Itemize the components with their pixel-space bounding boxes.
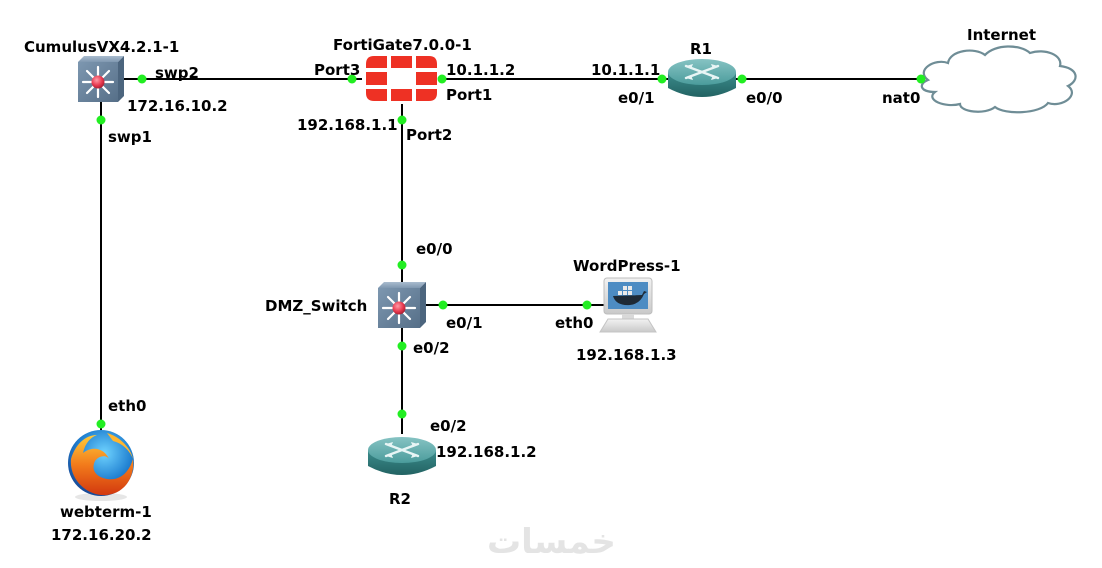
- cloud-icon[interactable]: [920, 45, 1077, 114]
- node-label-cumulus[interactable]: CumulusVX4.2.1-1: [24, 38, 180, 56]
- port-label-r1-e0-0: e0/0: [746, 89, 783, 107]
- port-dot-webterm-eth0[interactable]: [96, 419, 106, 429]
- ip-label-cumulus: 172.16.10.2: [127, 97, 228, 115]
- port-dot-wordpress-eth0[interactable]: [582, 300, 592, 310]
- port-dot-cumulus-swp1[interactable]: [96, 115, 106, 125]
- port-label-wordpress-eth0: eth0: [555, 314, 594, 332]
- node-label-internet[interactable]: Internet: [967, 26, 1037, 44]
- node-label-webterm[interactable]: webterm-1: [60, 503, 152, 521]
- ip-label-r1-e0-1: 10.1.1.1: [591, 61, 661, 79]
- ip-label-r2: 192.168.1.2: [436, 443, 537, 461]
- port-dot-r1-e0-0[interactable]: [737, 74, 747, 84]
- port-dot-cumulus-swp2[interactable]: [137, 74, 147, 84]
- switch-icon-dmz[interactable]: [378, 282, 426, 328]
- port-label-r1-e0-1: e0/1: [618, 89, 655, 107]
- node-label-fortigate[interactable]: FortiGate7.0.0-1: [333, 36, 472, 54]
- node-label-wordpress[interactable]: WordPress-1: [573, 257, 681, 275]
- node-label-r1[interactable]: R1: [690, 40, 712, 58]
- watermark-logo: خمسات: [487, 522, 616, 562]
- port-label-dmz-e0-0: e0/0: [416, 240, 453, 258]
- port-label-swp2: swp2: [155, 64, 199, 82]
- ip-label-fortigate-port1: 10.1.1.2: [446, 61, 516, 79]
- port-label-r2-e0-2: e0/2: [430, 417, 467, 435]
- port-label-nat0: nat0: [882, 89, 921, 107]
- firefox-icon[interactable]: [68, 430, 134, 501]
- links: [100, 78, 922, 434]
- port-dot-dmz-e0-0[interactable]: [397, 260, 407, 270]
- port-label-dmz-e0-2: e0/2: [413, 339, 450, 357]
- port-indicators: [96, 74, 926, 429]
- fortigate-firewall-icon[interactable]: [366, 56, 437, 101]
- router-icon-r2[interactable]: [368, 437, 436, 475]
- port-dot-dmz-e0-1[interactable]: [438, 300, 448, 310]
- ip-label-wordpress: 192.168.1.3: [576, 346, 677, 364]
- router-icon-r1[interactable]: [668, 59, 736, 97]
- node-label-r2[interactable]: R2: [389, 490, 411, 508]
- port-label-port3: Port3: [314, 61, 361, 79]
- port-dot-fortigate-port2[interactable]: [397, 115, 407, 125]
- ip-label-fortigate-port2: 192.168.1.1: [297, 116, 398, 134]
- port-dot-dmz-e0-2[interactable]: [397, 341, 407, 351]
- port-label-dmz-e0-1: e0/1: [446, 314, 483, 332]
- switch-icon[interactable]: [78, 56, 124, 102]
- port-label-port2: Port2: [406, 126, 453, 144]
- docker-host-icon[interactable]: [599, 277, 657, 333]
- port-label-webterm-eth0: eth0: [108, 397, 147, 415]
- port-dot-r1-e0-1[interactable]: [657, 74, 667, 84]
- node-label-dmz-switch[interactable]: DMZ_Switch: [265, 297, 368, 315]
- ip-label-webterm: 172.16.20.2: [51, 526, 152, 544]
- port-dot-fortigate-port1[interactable]: [437, 74, 447, 84]
- port-dot-r2-e0-2[interactable]: [397, 409, 407, 419]
- port-dot-internet-nat0[interactable]: [916, 74, 926, 84]
- port-label-swp1: swp1: [108, 128, 152, 146]
- port-label-port1: Port1: [446, 86, 493, 104]
- port-dot-fortigate-port3[interactable]: [347, 74, 357, 84]
